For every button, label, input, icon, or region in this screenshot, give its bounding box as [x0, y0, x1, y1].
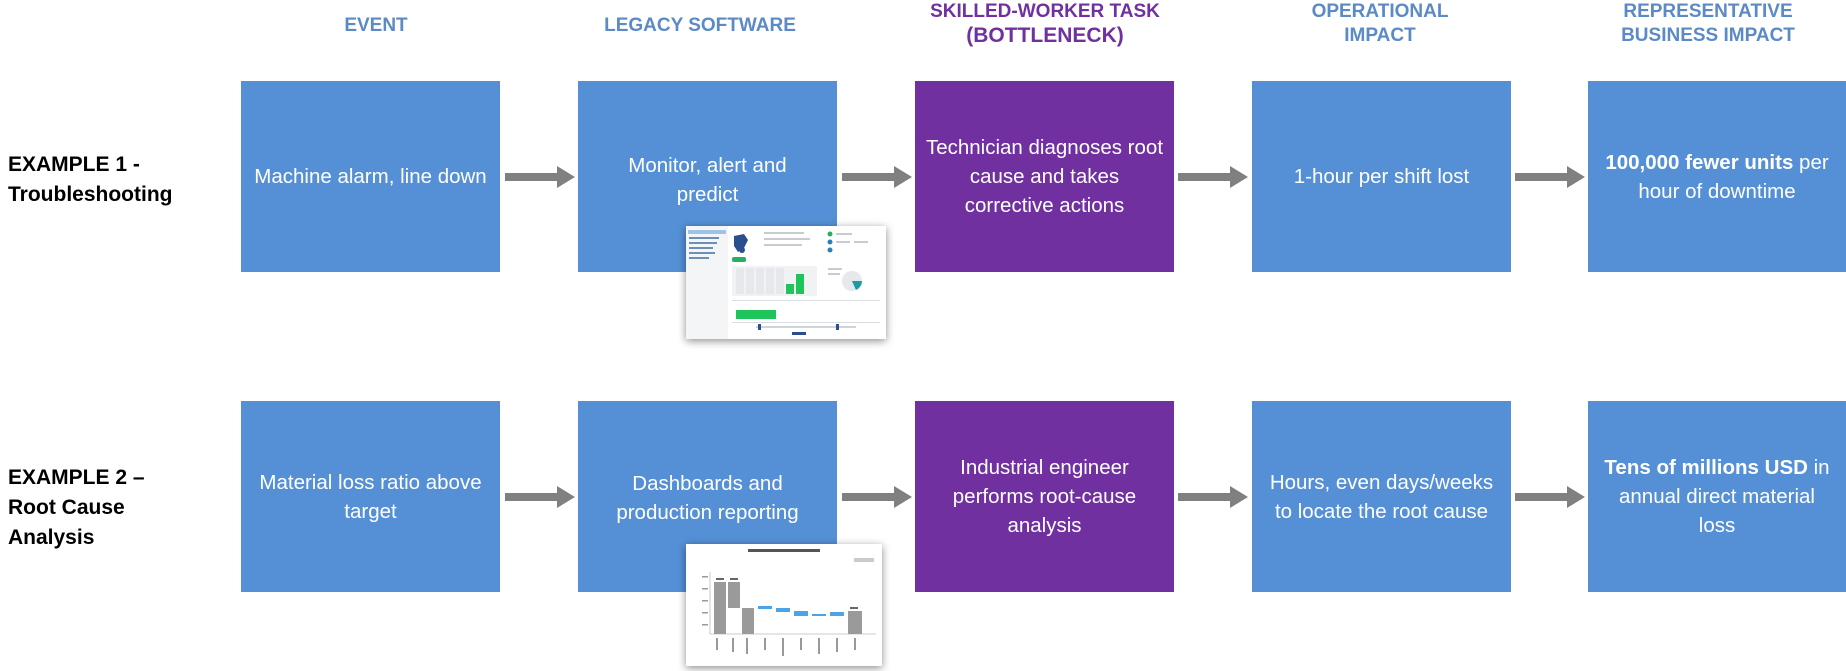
header-operational-impact: OPERATIONAL IMPACT: [1250, 0, 1510, 48]
row1-business-text: 100,000 fewer units per hour of downtime: [1598, 148, 1836, 206]
row2-business-rest: in annual direct material loss: [1619, 456, 1830, 537]
header-operational-line2: IMPACT: [1344, 25, 1416, 46]
row2-business-box: Tens of millions USD in annual direct ma…: [1588, 401, 1846, 592]
header-business-line2: BUSINESS IMPACT: [1621, 25, 1795, 46]
row1-operational-text: 1-hour per shift lost: [1293, 165, 1470, 188]
row2-label-line3: Analysis: [8, 526, 95, 549]
row1-event-text: Machine alarm, line down: [254, 165, 487, 188]
row1-legacy-text: Monitor, alert and predict: [628, 154, 787, 206]
row2-business-bold: Tens of millions USD: [1604, 456, 1808, 479]
row1-label-line1: EXAMPLE 1 -: [8, 153, 140, 176]
header-business-line1: REPRESENTATIVE: [1623, 1, 1793, 22]
row2-operational-text: Hours, even days/weeks to locate the roo…: [1269, 470, 1494, 523]
row2-label-line1: EXAMPLE 2 –: [8, 466, 145, 489]
right-arrow-icon: [505, 486, 575, 508]
waterfall-chart-image: [686, 544, 882, 666]
waterfall-chart-thumbnail: [686, 544, 882, 666]
row1-task-text: Technician diagnoses root cause and take…: [925, 136, 1164, 217]
header-legacy-text: LEGACY SOFTWARE: [604, 15, 796, 36]
row1-business-box: 100,000 fewer units per hour of downtime: [1588, 81, 1846, 272]
row1-business-rest: per hour of downtime: [1638, 150, 1829, 203]
row1-event-box: Machine alarm, line down: [241, 81, 500, 272]
row-label-example-1: EXAMPLE 1 - Troubleshooting: [8, 150, 172, 210]
row2-event-box: Material loss ratio above target: [241, 401, 500, 592]
right-arrow-icon: [842, 166, 912, 188]
monitoring-dashboard-thumbnail: [686, 226, 886, 339]
row2-label-line2: Root Cause: [8, 496, 125, 519]
header-skilled-line2: (BOTTLENECK): [966, 24, 1124, 47]
right-arrow-icon: [505, 166, 575, 188]
header-event-text: EVENT: [344, 15, 408, 36]
header-operational-line1: OPERATIONAL: [1311, 1, 1449, 22]
row1-operational-box: 1-hour per shift lost: [1252, 81, 1511, 272]
header-business-impact: REPRESENTATIVE BUSINESS IMPACT: [1570, 0, 1846, 48]
header-skilled-worker-task: SKILLED-WORKER TASK (BOTTLENECK): [900, 0, 1190, 48]
row1-business-bold: 100,000 fewer units: [1605, 150, 1794, 174]
row1-label-line2: Troubleshooting: [8, 183, 173, 206]
right-arrow-icon: [1178, 486, 1248, 508]
row2-event-text: Material loss ratio above target: [259, 470, 482, 523]
row2-task-text: Industrial engineer performs root-cause …: [952, 456, 1137, 537]
header-legacy-software: LEGACY SOFTWARE: [580, 14, 820, 38]
row2-legacy-text: Dashboards and production reporting: [616, 472, 799, 524]
row2-task-box: Industrial engineer performs root-cause …: [915, 401, 1174, 592]
right-arrow-icon: [1178, 166, 1248, 188]
header-event: EVENT: [266, 14, 486, 38]
row2-business-text: Tens of millions USD in annual direct ma…: [1598, 453, 1836, 540]
right-arrow-icon: [1515, 166, 1585, 188]
row2-operational-box: Hours, even days/weeks to locate the roo…: [1252, 401, 1511, 592]
row1-task-box: Technician diagnoses root cause and take…: [915, 81, 1174, 272]
row-label-example-2: EXAMPLE 2 – Root Cause Analysis: [8, 463, 145, 553]
right-arrow-icon: [1515, 486, 1585, 508]
header-skilled-line1: SKILLED-WORKER TASK: [930, 1, 1160, 22]
right-arrow-icon: [842, 486, 912, 508]
monitoring-dashboard-image: [686, 226, 886, 339]
